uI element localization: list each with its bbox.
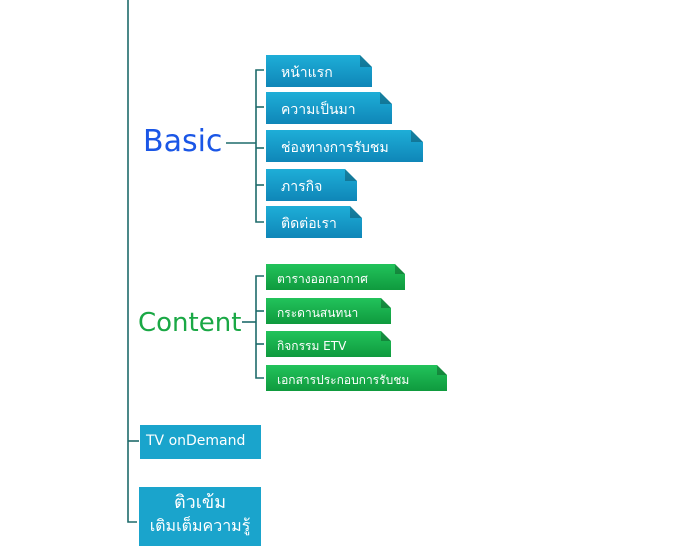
- node-label: ตารางออกอากาศ: [277, 272, 368, 286]
- basic-node-mission[interactable]: ภารกิจ: [266, 169, 357, 201]
- page-fold-icon: [350, 206, 362, 218]
- page-fold-icon: [411, 130, 423, 142]
- node-label: หน้าแรก: [281, 65, 333, 81]
- node-label: กระดานสนทนา: [277, 306, 359, 320]
- content-node-activities[interactable]: กิจกรรม ETV: [266, 331, 391, 357]
- content-node-forum[interactable]: กระดานสนทนา: [266, 298, 391, 324]
- tutoring-node[interactable]: ติวเข้ม เติมเต็มความรู้: [139, 487, 261, 546]
- node-label: กิจกรรม ETV: [277, 339, 347, 353]
- content-bracket: [255, 275, 264, 379]
- basic-node-history[interactable]: ความเป็นมา: [266, 92, 392, 124]
- content-group-label: Content: [138, 308, 242, 338]
- main-trunk-line: [127, 0, 137, 523]
- node-label: ภารกิจ: [281, 179, 323, 195]
- page-fold-icon: [360, 55, 372, 67]
- page-fold-icon: [380, 92, 392, 104]
- basic-node-channels[interactable]: ช่องทางการรับชม: [266, 130, 423, 162]
- content-node-schedule[interactable]: ตารางออกอากาศ: [266, 264, 405, 290]
- basic-group-label: Basic: [143, 124, 223, 159]
- node-label: ความเป็นมา: [281, 102, 356, 118]
- tutoring-title: ติวเข้ม: [173, 492, 227, 513]
- basic-node-home[interactable]: หน้าแรก: [266, 55, 372, 87]
- basic-bracket: [255, 69, 264, 223]
- page-fold-icon: [437, 365, 447, 375]
- tv-ondemand-label: TV onDemand: [146, 433, 246, 449]
- tv-ondemand-node[interactable]: TV onDemand: [140, 425, 261, 459]
- page-fold-icon: [345, 169, 357, 181]
- node-label: เอกสารประกอบการรับชม: [277, 373, 410, 387]
- page-fold-icon: [395, 264, 405, 274]
- page-fold-icon: [381, 298, 391, 308]
- basic-node-contact[interactable]: ติดต่อเรา: [266, 206, 362, 238]
- content-node-documents[interactable]: เอกสารประกอบการรับชม: [266, 365, 447, 391]
- node-label: ช่องทางการรับชม: [281, 140, 389, 156]
- page-fold-icon: [381, 331, 391, 341]
- node-label: ติดต่อเรา: [281, 216, 337, 232]
- tutoring-subtitle: เติมเต็มความรู้: [149, 516, 251, 535]
